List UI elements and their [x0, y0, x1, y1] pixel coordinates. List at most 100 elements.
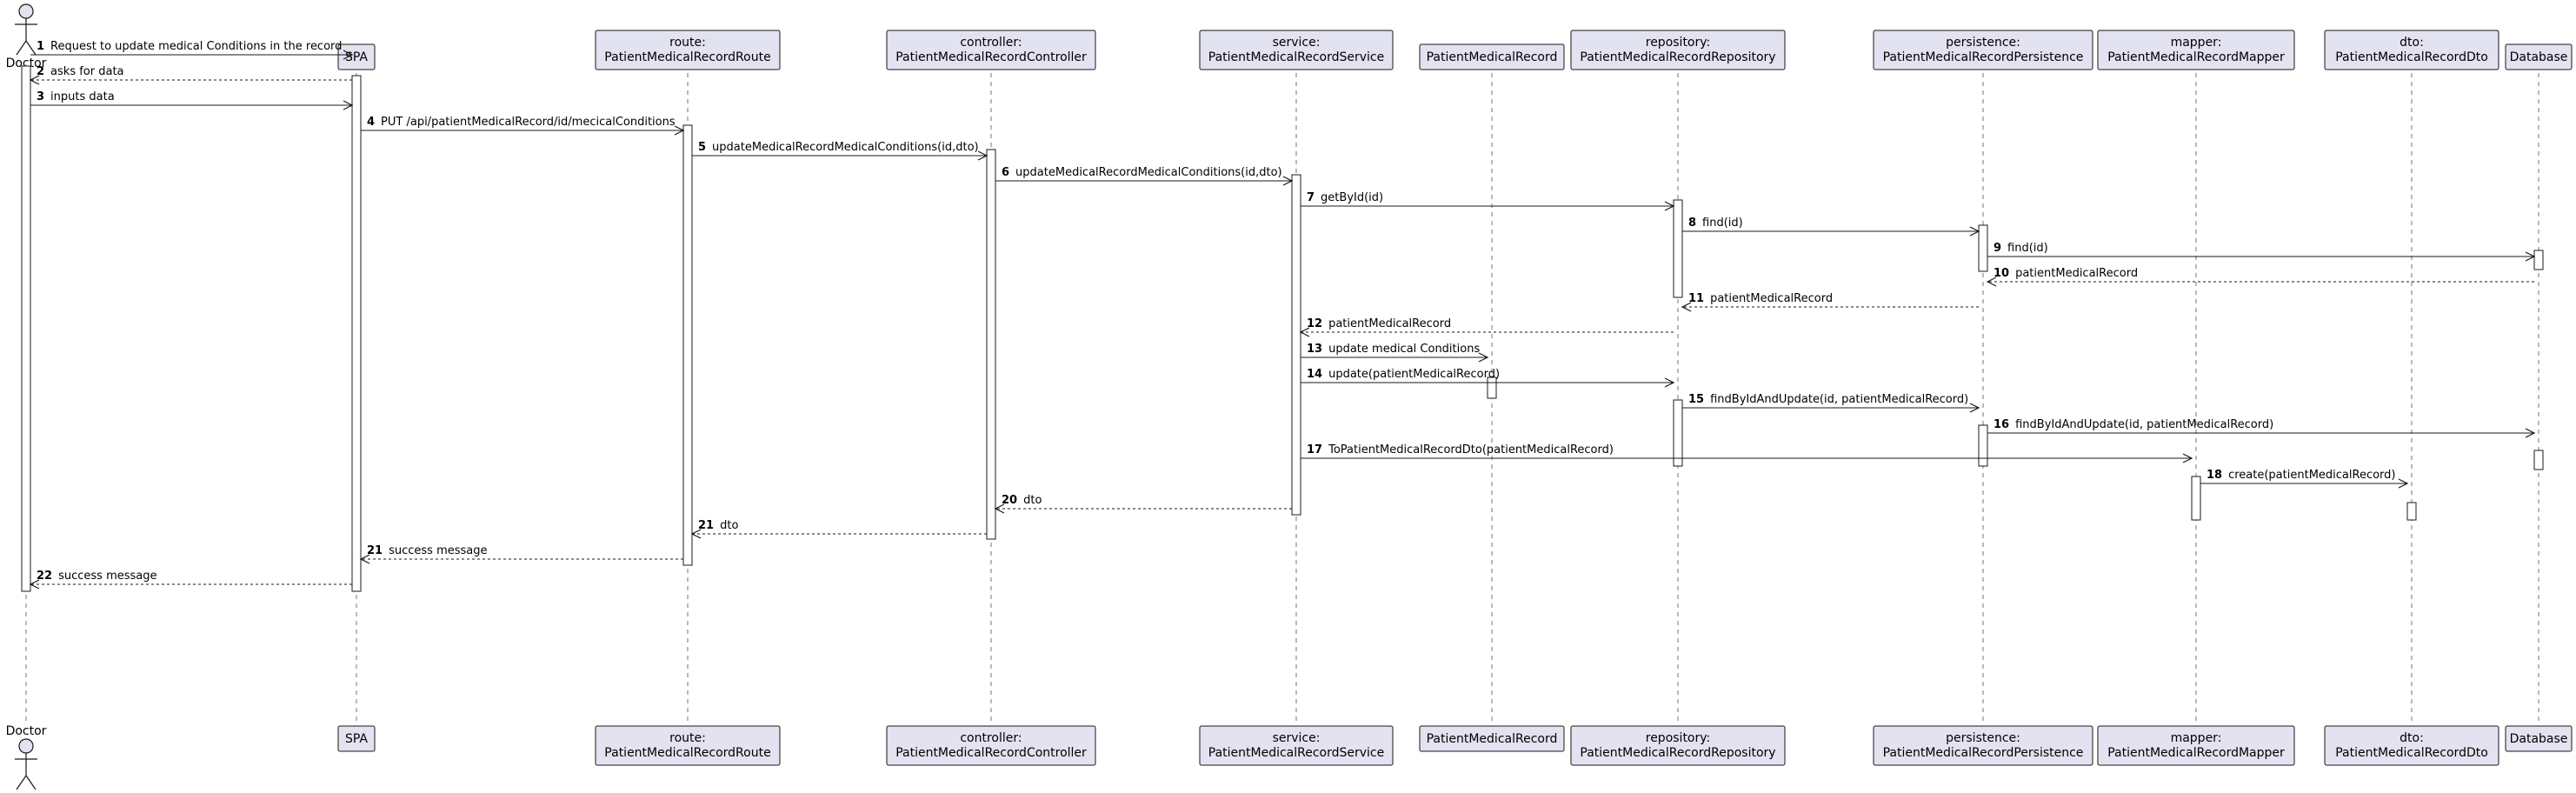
message-label: patientMedicalRecord: [1328, 317, 1451, 330]
arrowhead-icon: [994, 503, 1005, 514]
participant-label: persistence:: [1946, 731, 2020, 745]
message-15: 15 findByIdAndUpdate(id, patientMedicalRe…: [1682, 393, 1980, 413]
participant-label: SPA: [345, 732, 368, 746]
arrowhead-icon: [343, 100, 354, 110]
participant-label: route:: [669, 36, 706, 50]
participant-label: service:: [1273, 36, 1321, 50]
participant-spa-bottom: SPA: [337, 725, 376, 752]
activation-bar: [1978, 224, 1988, 272]
activation-bar: [2191, 476, 2201, 521]
participant-mapper-bottom: mapper:PatientMedicalRecordMapper: [2097, 725, 2295, 766]
message-text: 2 asks for data: [37, 65, 124, 78]
participant-pmr-bottom: PatientMedicalRecord: [1419, 725, 1565, 752]
participant-label: PatientMedicalRecordRoute: [604, 746, 770, 760]
doctor-actor-icon: [15, 738, 37, 790]
message-text: 4 PUT /api/patientMedicalRecord/id/mecica…: [367, 116, 676, 129]
participant-controller-top: controller:PatientMedicalRecordControlle…: [886, 30, 1096, 70]
message-12: 12 patientMedicalRecord: [1299, 317, 1674, 337]
participant-label: repository:: [1646, 731, 1711, 745]
arrowhead-icon: [1969, 226, 1980, 237]
arrowhead-icon: [2182, 453, 2193, 463]
message-label: updateMedicalRecordMedicalConditions(id,…: [1015, 166, 1282, 179]
participant-database-bottom: Database: [2505, 725, 2573, 752]
participant-label: persistence:: [1946, 36, 2020, 50]
participant-doctor-top: Doctor: [6, 3, 47, 70]
message-number: 6: [1002, 166, 1009, 179]
arrowhead-icon: [1282, 176, 1294, 186]
participant-label: controller:: [960, 36, 1022, 50]
doctor-actor-icon: [15, 3, 37, 56]
participant-label: PatientMedicalRecordDto: [2335, 746, 2488, 760]
message-number: 2: [37, 65, 44, 78]
arrowhead-icon: [343, 50, 354, 60]
activation-bar: [21, 65, 31, 592]
participant-dto-top: dto:PatientMedicalRecordDto: [2324, 30, 2499, 70]
participant-label: route:: [669, 731, 706, 745]
message-label: asks for data: [50, 65, 123, 78]
message-number: 4: [367, 116, 375, 129]
arrowhead-icon: [1478, 352, 1489, 363]
message-number: 7: [1307, 191, 1315, 204]
message-number: 1: [37, 40, 44, 53]
message-4: 4 PUT /api/patientMedicalRecord/id/mecica…: [361, 116, 685, 136]
participant-controller-bottom: controller:PatientMedicalRecordControlle…: [886, 725, 1096, 766]
message-number: 17: [1307, 443, 1322, 456]
activation-bar: [682, 124, 693, 566]
message-text: 15 findByIdAndUpdate(id, patientMedicalRe…: [1688, 393, 1968, 406]
arrowhead-icon: [2525, 428, 2536, 438]
message-number: 12: [1307, 317, 1322, 330]
message-number: 21: [367, 544, 383, 557]
activation-bar: [2533, 450, 2544, 470]
message-number: 8: [1688, 217, 1696, 230]
activation-bar: [986, 149, 996, 540]
message-label: PUT /api/patientMedicalRecord/id/mecical…: [381, 116, 676, 129]
message-number: 11: [1688, 292, 1704, 305]
activation-bar: [1291, 174, 1301, 516]
message-label: updateMedicalRecordMedicalConditions(id,…: [712, 141, 979, 154]
message-number: 15: [1688, 393, 1704, 406]
message-text: 5 updateMedicalRecordMedicalConditions(id…: [698, 141, 979, 154]
message-8: 8 find(id): [1682, 217, 1980, 237]
participant-label: Doctor: [6, 724, 47, 738]
participant-label: PatientMedicalRecordPersistence: [1883, 746, 2084, 760]
message-label: Request to update medical Conditions in …: [50, 40, 342, 53]
participant-repository-bottom: repository:PatientMedicalRecordRepositor…: [1570, 725, 1786, 766]
participant-label: service:: [1273, 731, 1321, 745]
message-label: find(id): [1702, 217, 1743, 230]
participant-label: PatientMedicalRecordRepository: [1580, 746, 1775, 760]
activation-bar: [2533, 250, 2544, 270]
message-number: 5: [698, 141, 706, 154]
participant-label: PatientMedicalRecordDto: [2335, 50, 2488, 64]
message-2: 2 asks for data: [29, 65, 352, 85]
participant-service-top: service:PatientMedicalRecordService: [1199, 30, 1394, 70]
message-number: 22: [37, 570, 52, 583]
message-label: findByIdAndUpdate(id, patientMedicalReco…: [1710, 393, 1968, 406]
arrowhead-icon: [2525, 251, 2536, 262]
participant-label: dto:: [2400, 731, 2424, 745]
message-number: 14: [1307, 368, 1322, 381]
activation-bar: [1487, 377, 1497, 399]
message-label: dto: [720, 519, 738, 532]
participant-persistence-bottom: persistence:PatientMedicalRecordPersiste…: [1873, 725, 2093, 766]
message-text: 1 Request to update medical Conditions in…: [37, 40, 342, 53]
participant-spa-top: SPA: [337, 43, 376, 70]
participant-persistence-top: persistence:PatientMedicalRecordPersiste…: [1873, 30, 2093, 70]
participant-label: PatientMedicalRecord: [1427, 50, 1558, 64]
arrowhead-icon: [1986, 277, 1997, 287]
